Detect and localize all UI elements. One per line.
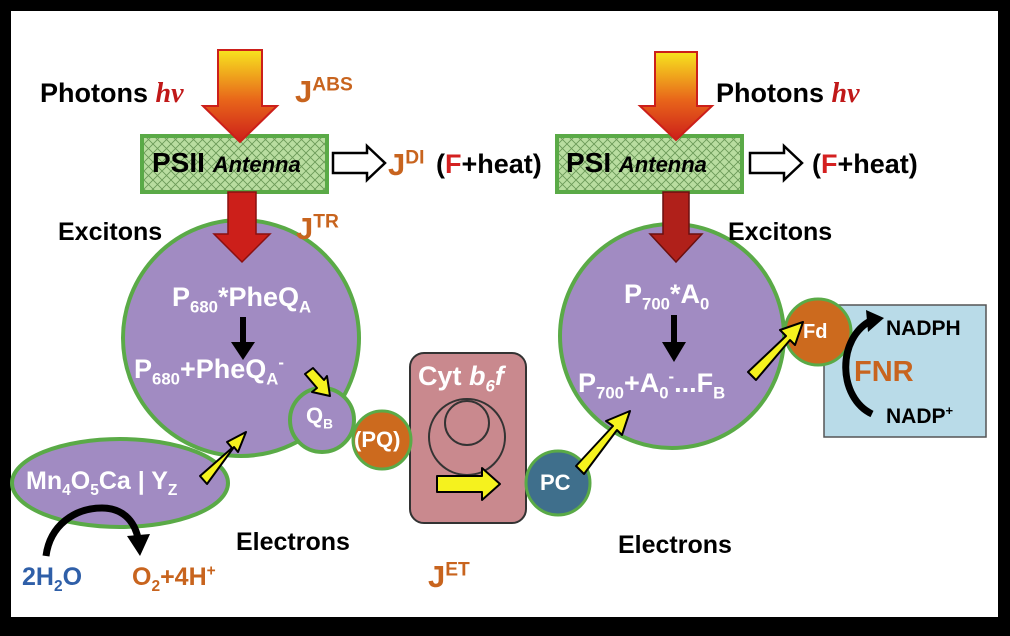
fnr-arrow-shaft bbox=[842, 316, 874, 418]
fnr-arrow-icon bbox=[866, 310, 884, 332]
cyt-b6f-label: Cyt b6f bbox=[418, 361, 504, 396]
electron-arrow-qb-icon bbox=[304, 367, 331, 397]
nadp-label: NADP+ bbox=[886, 403, 954, 428]
electron-arrow-oec-icon bbox=[199, 431, 247, 485]
oxygen-products-label: O2+4H+ bbox=[132, 562, 216, 595]
water-label: 2H2O bbox=[22, 563, 83, 595]
electron-arrow-pc-icon bbox=[575, 410, 631, 475]
photon-arrow-left-icon bbox=[200, 49, 280, 144]
excitons-right-label: Excitons bbox=[728, 218, 833, 246]
dissipation-right-label: (F+heat) bbox=[812, 149, 918, 179]
dissipation-arrow-left-icon bbox=[331, 143, 387, 183]
psii-charge-separated-label: P680+PheQA- bbox=[134, 353, 284, 389]
cyt-inner-circle bbox=[444, 400, 490, 446]
electron-arrow-fd-icon bbox=[747, 321, 804, 381]
electron-arrow-cyt-icon bbox=[436, 467, 501, 501]
pc-label: PC bbox=[540, 470, 571, 495]
excitons-left-label: Excitons bbox=[58, 218, 163, 246]
j-tr-label: JTR bbox=[296, 211, 339, 246]
fd-label: Fd bbox=[803, 321, 828, 343]
psii-antenna-label: PSII Antenna bbox=[152, 147, 301, 178]
psi-antenna-label: PSI Antenna bbox=[566, 147, 707, 178]
pq-label: (PQ) bbox=[354, 427, 401, 452]
psi-excited-state-label: P700*A0 bbox=[624, 279, 710, 314]
trapping-arrow-psi-icon bbox=[648, 191, 704, 264]
water-splitting-arrow-shaft bbox=[42, 504, 142, 557]
psi-charge-separated-label: P700+A0-...FB bbox=[578, 367, 726, 403]
oec-label: Mn4O5Ca | YZ bbox=[26, 467, 178, 499]
psii-internal-arrow-icon bbox=[231, 342, 255, 360]
photons-right-label: Photons hv bbox=[716, 78, 860, 109]
photons-left-label: Photons hv bbox=[40, 78, 184, 109]
psii-antenna-box bbox=[140, 134, 329, 194]
j-di-label: JDI bbox=[388, 147, 425, 182]
electrons-left-label: Electrons bbox=[236, 528, 350, 556]
j-abs-label: JABS bbox=[295, 74, 353, 109]
water-splitting-arrow-icon bbox=[127, 534, 150, 556]
pq-circle bbox=[351, 409, 413, 471]
cyt-inner-circle-outer bbox=[428, 398, 506, 476]
dissipation-left-label: (F+heat) bbox=[436, 149, 542, 179]
j-et-label: JET bbox=[428, 559, 470, 594]
photon-arrow-right-icon bbox=[637, 51, 715, 142]
psi-antenna-box bbox=[555, 134, 744, 194]
nadph-label: NADPH bbox=[886, 317, 961, 340]
psi-internal-arrow-icon bbox=[662, 342, 686, 362]
trapping-arrow-psii-icon bbox=[212, 191, 272, 264]
fnr-label: FNR bbox=[854, 356, 914, 388]
electrons-right-label: Electrons bbox=[618, 531, 732, 559]
qb-label: QB bbox=[306, 403, 333, 432]
dissipation-arrow-right-icon bbox=[748, 143, 804, 183]
oxygen-evolving-complex bbox=[10, 437, 230, 529]
psii-excited-state-label: P680*PheQA bbox=[172, 282, 312, 317]
pc-circle bbox=[524, 449, 592, 517]
